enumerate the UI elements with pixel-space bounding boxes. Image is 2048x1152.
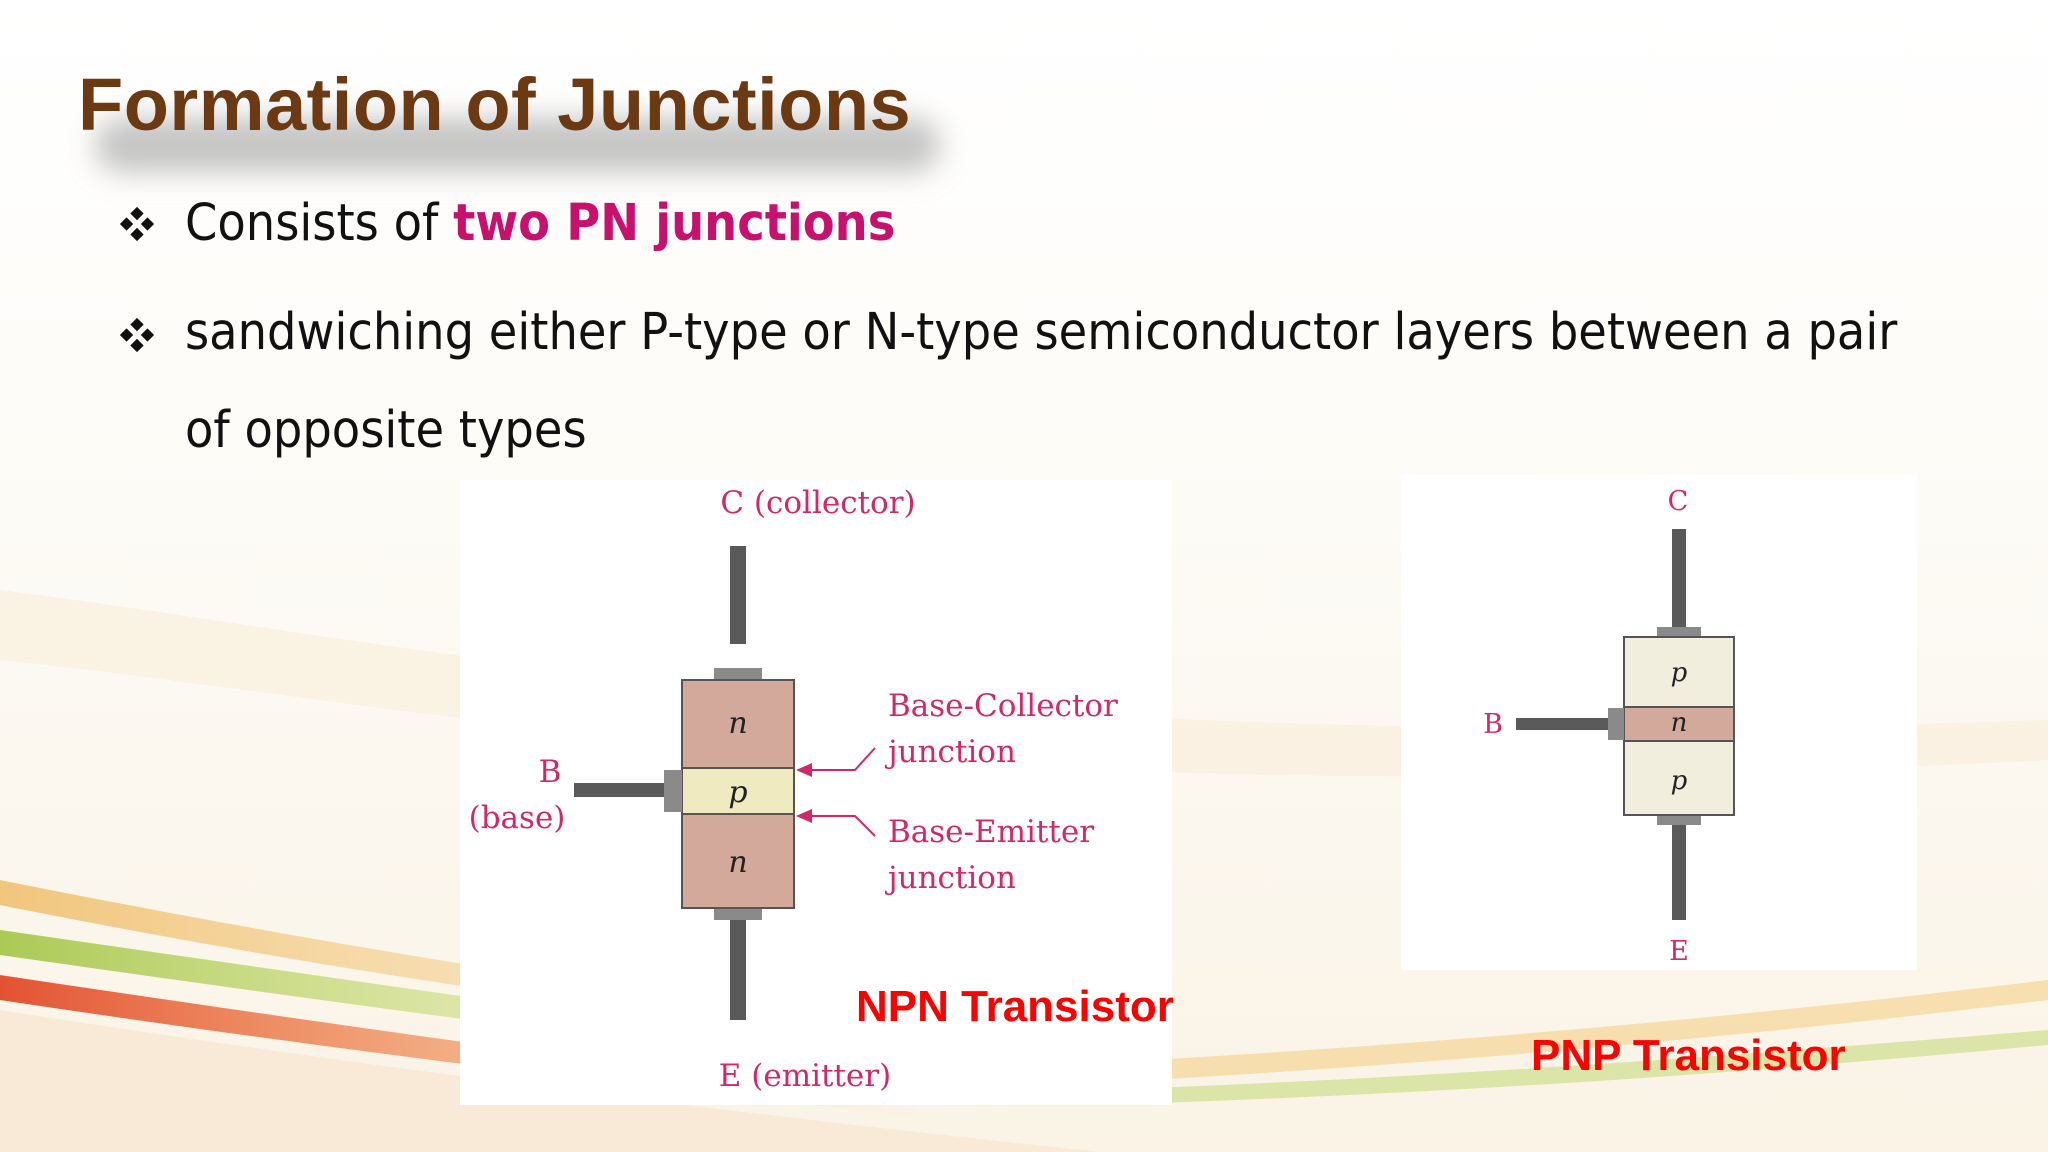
base-collector-pointer <box>798 747 876 771</box>
npn-transistor-diagram: n p n C (collector) B (base) E (emitter)… <box>469 485 1118 1094</box>
base-emitter-label-line-1: Base-Emitter <box>888 814 1094 850</box>
collector-lead <box>730 546 746 644</box>
base-cap <box>664 770 682 812</box>
diamond-bullet-icon <box>119 317 155 353</box>
pnp-emitter-label: E <box>1669 936 1689 967</box>
bullet-1-prefix: Consists of <box>185 194 454 253</box>
emitter-label: E (emitter) <box>719 1058 891 1094</box>
base-emitter-pointer <box>798 815 876 837</box>
npn-layer-top-n <box>681 679 795 769</box>
pnp-emitter-cap <box>1657 815 1701 825</box>
pnp-collector-cap <box>1657 627 1701 637</box>
base-label: B <box>539 754 562 790</box>
pnp-layer-bottom-p <box>1623 740 1735 816</box>
bullet-1: Consists of two PN junctions <box>185 194 895 253</box>
pnp-base-lead <box>1516 718 1608 730</box>
npn-layer-letter-1: n <box>728 706 747 741</box>
npn-caption: NPN Transistor <box>856 982 1174 1031</box>
title-shadow <box>95 118 940 172</box>
pnp-layer-letter-3: p <box>1671 766 1688 796</box>
pnp-transistor-diagram: p n p C B E <box>1483 486 1735 967</box>
base-collector-label-line-2: junction <box>885 734 1016 770</box>
base-emitter-arrowhead <box>796 809 812 823</box>
pnp-collector-label: C <box>1668 486 1689 517</box>
pnp-layer-letter-2: n <box>1671 708 1688 738</box>
bullet-2-line-2: of opposite types <box>185 401 587 460</box>
npn-layer-bottom-n <box>681 813 795 909</box>
emitter-cap <box>714 908 762 920</box>
pnp-layer-top-p <box>1623 636 1735 708</box>
pnp-collector-lead <box>1672 529 1686 629</box>
npn-figure-panel: n p n C (collector) B (base) E (emitter)… <box>460 480 1172 1105</box>
npn-layer-letter-3: n <box>728 845 747 880</box>
bullet-1-highlight: two PN junctions <box>453 194 896 253</box>
npn-layer-middle-p <box>681 767 795 815</box>
base-lead <box>574 783 664 797</box>
pnp-layer-middle-n <box>1623 706 1735 742</box>
collector-cap <box>714 668 762 680</box>
pnp-emitter-lead <box>1672 825 1686 920</box>
emitter-lead <box>730 920 746 1020</box>
pnp-figure-panel: p n p C B E <box>1401 475 1917 970</box>
slide-title: Formation of Junctions <box>78 63 912 146</box>
collector-label: C (collector) <box>720 485 915 521</box>
pnp-base-cap <box>1608 708 1624 740</box>
pnp-caption: PNP Transistor <box>1531 1031 1846 1080</box>
pnp-layer-letter-1: p <box>1671 658 1688 688</box>
npn-layer-letter-2: p <box>728 775 747 810</box>
diamond-bullet-icon <box>119 206 155 242</box>
base-collector-label-line-1: Base-Collector <box>888 688 1118 724</box>
base-emitter-label-line-2: junction <box>885 860 1016 896</box>
base-collector-arrowhead <box>796 763 812 777</box>
bullet-2-line-1: sandwiching either P-type or N-type semi… <box>185 303 1898 362</box>
base-sub-label: (base) <box>469 800 566 836</box>
pnp-base-label: B <box>1483 709 1503 740</box>
